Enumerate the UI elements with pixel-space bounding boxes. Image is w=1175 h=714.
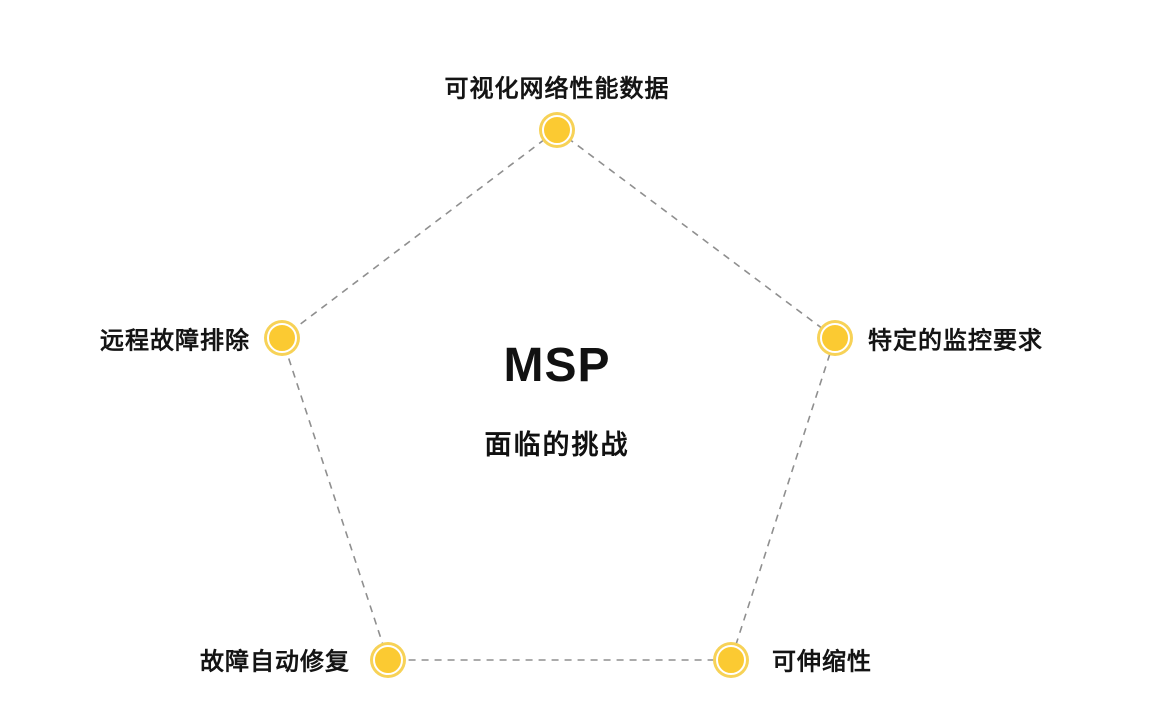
node-dot-top: [542, 115, 572, 145]
node-label-top: 可视化网络性能数据: [444, 75, 670, 103]
diagram-title: MSP: [503, 339, 611, 392]
node-dot-bottom-left: [373, 645, 403, 675]
center-title-group: MSP 面临的挑战: [485, 338, 630, 462]
diagram-subtitle: 面临的挑战: [484, 430, 630, 460]
node-dot-right: [820, 323, 850, 353]
node-label-left: 远程故障排除: [100, 327, 250, 355]
node-dot-bottom-right: [716, 645, 746, 675]
node-label-right: 特定的监控要求: [868, 327, 1043, 355]
node-label-bottom-left: 故障自动修复: [200, 648, 350, 676]
node-label-bottom-right: 可伸缩性: [772, 648, 872, 676]
node-dot-left: [267, 323, 297, 353]
